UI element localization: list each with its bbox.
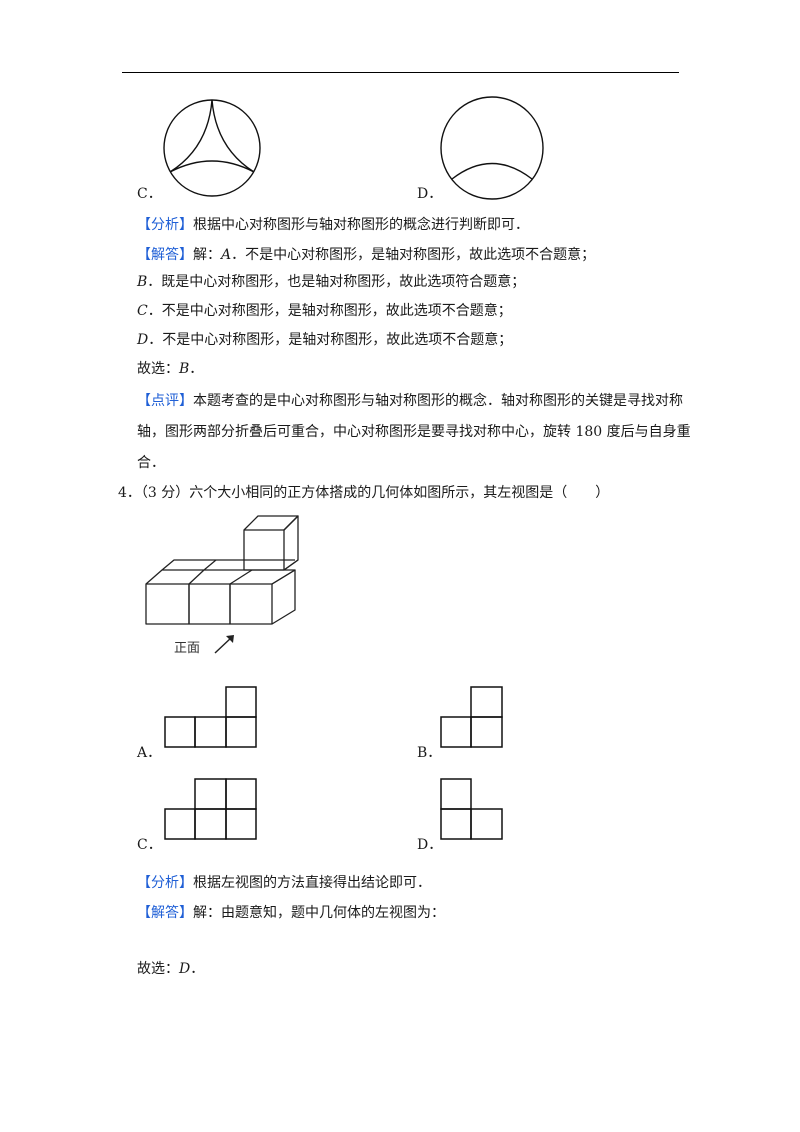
choice-prefix: 故选： — [137, 961, 179, 977]
q3-answer-line-c: C．不是中心对称图形，是轴对称图形，故此选项不合题意； — [137, 302, 512, 320]
q4-analysis: 【分析】根据左视图的方法直接得出结论即可． — [137, 874, 431, 892]
comment-tag: 【点评】 — [137, 393, 193, 409]
comment-text: 合． — [137, 455, 165, 471]
arrow-up-right-icon — [214, 635, 234, 654]
figure-option-d-view — [440, 778, 503, 840]
front-label: 正面 — [174, 641, 201, 656]
answer-line-text: ．不是中心对称图形，是轴对称图形，故此选项不合题意； — [148, 332, 513, 348]
figure-option-c-view — [164, 778, 257, 840]
option-letter: B — [137, 274, 148, 290]
answer-tag: 【解答】 — [137, 247, 193, 263]
choice-suffix: ． — [190, 961, 205, 977]
option-letter: A — [221, 247, 232, 263]
choice-prefix: 故选： — [137, 361, 179, 377]
comment-text: 本题考查的是中心对称图形与轴对称图形的概念．轴对称图形的关键是寻找对称 — [193, 393, 683, 409]
figure-option-d — [440, 96, 544, 200]
q3-comment-line-3: 合． — [137, 454, 165, 472]
q3-comment-line-1: 【点评】本题考查的是中心对称图形与轴对称图形的概念．轴对称图形的关键是寻找对称 — [137, 392, 683, 410]
analysis-text: 根据左视图的方法直接得出结论即可． — [193, 875, 431, 891]
figure-option-a — [164, 686, 257, 748]
q4-option-c-label: C． — [137, 837, 162, 853]
q4-option-d-label: D． — [417, 837, 443, 853]
answer-text: 解：由题意知，题中几何体的左视图为： — [193, 905, 445, 921]
option-letter: C — [137, 303, 148, 319]
q3-answer-line-b: B．既是中心对称图形，也是轴对称图形，故此选项符合题意； — [137, 273, 525, 291]
q3-comment-line-2: 轴，图形两部分折叠后可重合，中心对称图形是要寻找对称中心，旋转 180 度后与自… — [137, 423, 691, 441]
figure-option-b — [440, 686, 503, 748]
answer-line-text: ．不是中心对称图形，是轴对称图形，故此选项不合题意； — [147, 303, 512, 319]
analysis-tag: 【分析】 — [137, 217, 193, 233]
answer-line-text: ．既是中心对称图形，也是轴对称图形，故此选项符合题意； — [147, 274, 526, 290]
q4-option-b-label: B． — [417, 745, 442, 761]
answer-tag: 【解答】 — [137, 905, 193, 921]
q3-answer-line-d: D．不是中心对称图形，是轴对称图形，故此选项不合题意； — [137, 331, 512, 349]
comment-text: 轴，图形两部分折叠后可重合，中心对称图形是要寻找对称中心，旋转 180 度后与自… — [137, 424, 691, 440]
choice-letter: B — [179, 361, 190, 377]
header-rule — [122, 72, 679, 73]
q3-analysis: 【分析】根据中心对称图形与轴对称图形的概念进行判断即可． — [137, 216, 529, 234]
option-letter: D — [137, 332, 149, 348]
choice-suffix: ． — [189, 361, 204, 377]
figure-option-c — [163, 99, 261, 197]
analysis-text: 根据中心对称图形与轴对称图形的概念进行判断即可． — [193, 217, 529, 233]
q4-answer: 【解答】解：由题意知，题中几何体的左视图为： — [137, 904, 445, 922]
q4-choice: 故选：D． — [137, 960, 204, 978]
q3-choice: 故选：B． — [137, 360, 203, 378]
answer-lead: 解： — [193, 247, 221, 263]
question-number: 4． — [118, 485, 141, 501]
option-c-label: C． — [137, 186, 162, 202]
answer-line-text: ．不是中心对称图形，是轴对称图形，故此选项不合题意； — [231, 247, 596, 263]
figure-cube-stack — [145, 515, 299, 625]
analysis-tag: 【分析】 — [137, 875, 193, 891]
option-d-label: D． — [417, 186, 443, 202]
question-text: （3 分）六个大小相同的正方体搭成的几何体如图所示，其左视图是（ ） — [140, 485, 610, 501]
choice-letter: D — [179, 961, 191, 977]
q3-answer-line-a: 【解答】解：A．不是中心对称图形，是轴对称图形，故此选项不合题意； — [137, 246, 595, 264]
q4-option-a-label: A． — [137, 745, 162, 761]
q4-stem: 4．（3 分）六个大小相同的正方体搭成的几何体如图所示，其左视图是（ ） — [118, 484, 609, 502]
